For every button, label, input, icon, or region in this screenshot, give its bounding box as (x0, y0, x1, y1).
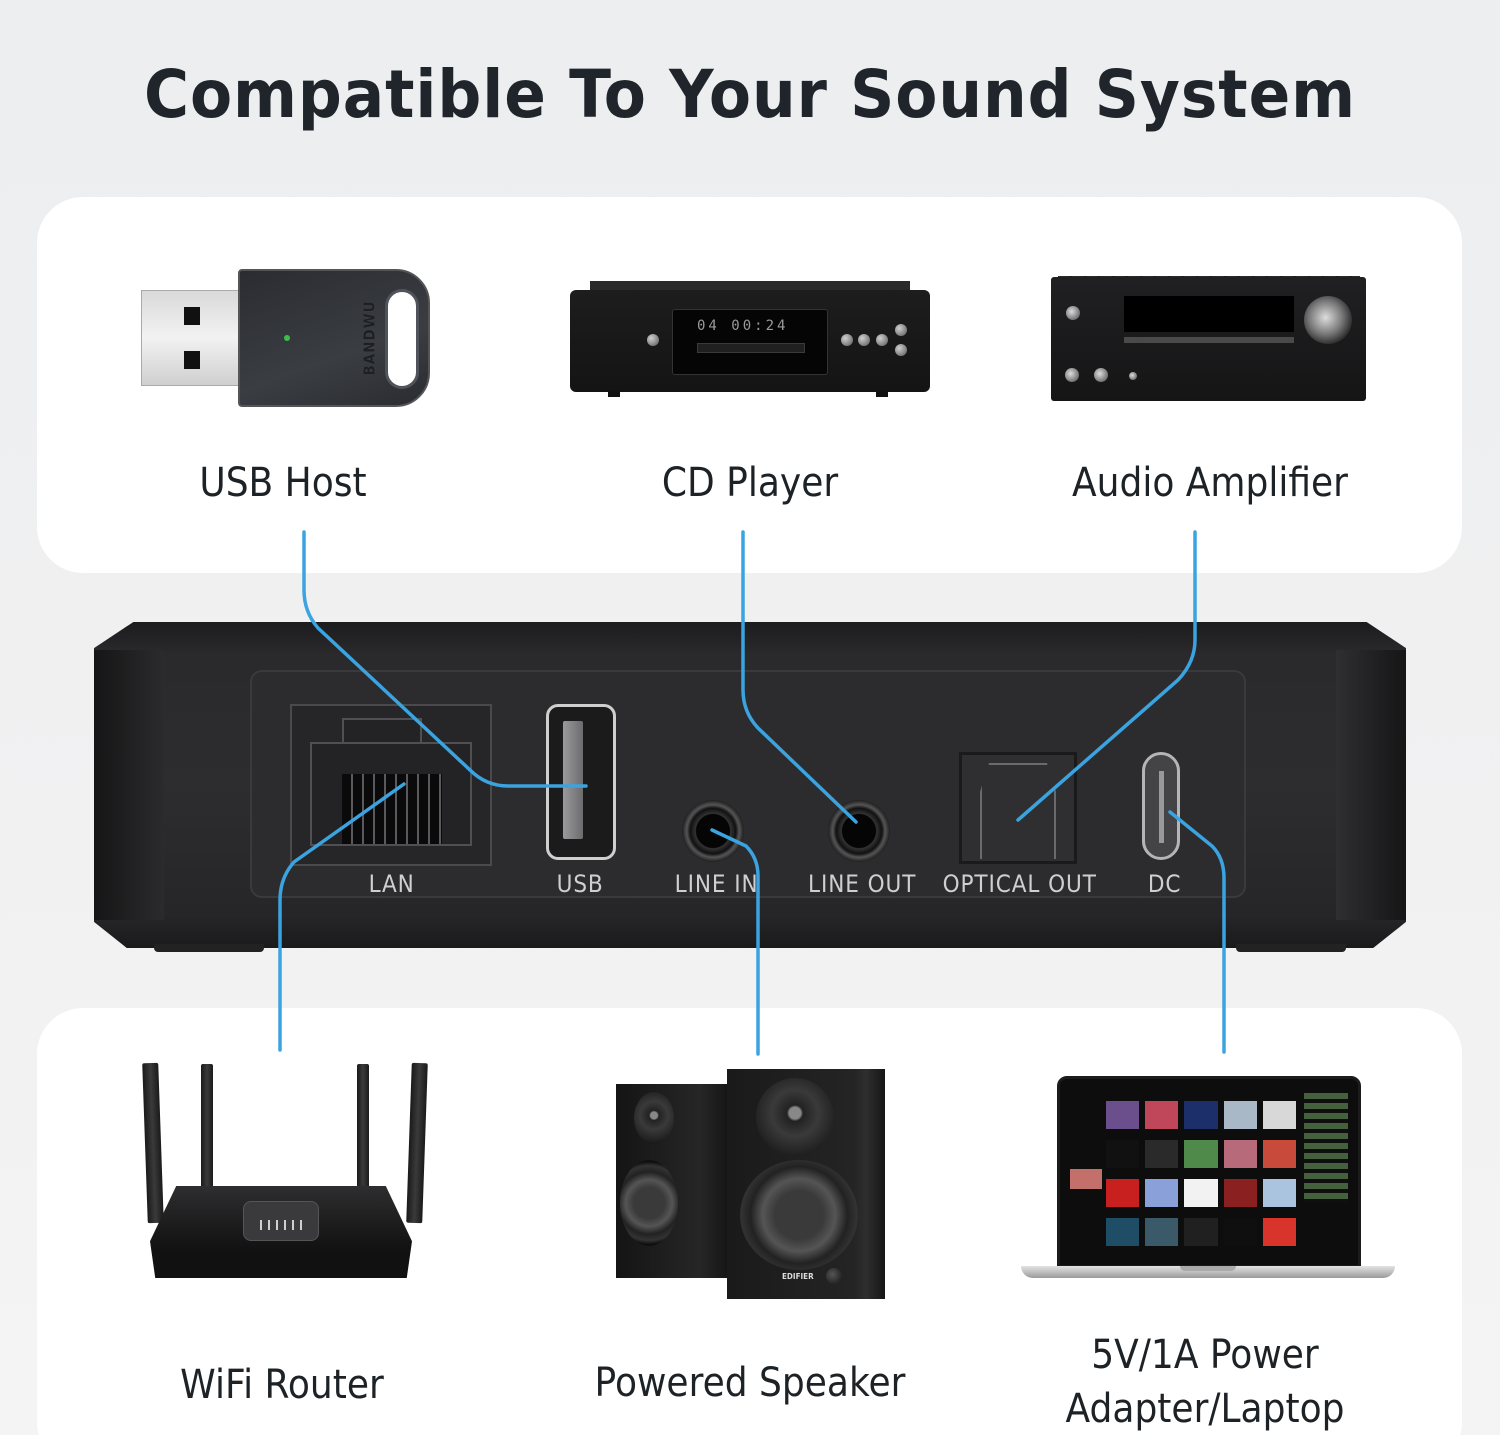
speaker-brand: EDIFIER (782, 1272, 814, 1281)
status-led (284, 335, 290, 341)
line-out-jack (828, 800, 890, 862)
lan-port (290, 704, 492, 866)
usb-port (546, 704, 616, 860)
optical-out-port (959, 752, 1077, 864)
cd-display-digits: 04 00:24 (697, 318, 789, 334)
usb-plug (141, 290, 241, 386)
streamer-device-back-panel: LAN USB LINE IN LINE OUT OPTICAL OUT DC (94, 622, 1406, 952)
label-power-adapter-laptop: 5V/1A Power Adapter/Laptop (1048, 1328, 1363, 1435)
lanyard-hole (385, 289, 419, 389)
page-title: Compatible To Your Sound System (143, 56, 1357, 133)
label-line-2: Adapter/Laptop (1065, 1386, 1345, 1432)
router-led-panel (243, 1201, 319, 1241)
port-label-usb: USB (556, 870, 604, 898)
port-label-optical-out: OPTICAL OUT (942, 870, 1097, 898)
volume-knob (1304, 296, 1352, 344)
label-powered-speaker: Powered Speaker (594, 1360, 906, 1406)
label-cd-player: CD Player (661, 460, 839, 506)
line-in-jack (682, 800, 744, 862)
label-audio-amplifier: Audio Amplifier (1072, 460, 1348, 506)
dongle-brand-text: BANDWU (360, 300, 379, 376)
dc-usb-c-port (1142, 752, 1180, 860)
usb-dongle-body: BANDWU (238, 269, 430, 407)
label-wifi-router: WiFi Router (180, 1362, 384, 1408)
port-label-line-out: LINE OUT (808, 870, 917, 898)
label-usb-host: USB Host (199, 460, 367, 506)
cd-display: 04 00:24 (672, 309, 828, 375)
label-line-1: 5V/1A Power (1091, 1332, 1319, 1378)
port-label-line-in: LINE IN (674, 870, 759, 898)
album-grid (1106, 1101, 1296, 1251)
port-label-lan: LAN (368, 870, 415, 898)
cd-tray (697, 343, 805, 353)
port-label-dc: DC (1147, 870, 1182, 898)
